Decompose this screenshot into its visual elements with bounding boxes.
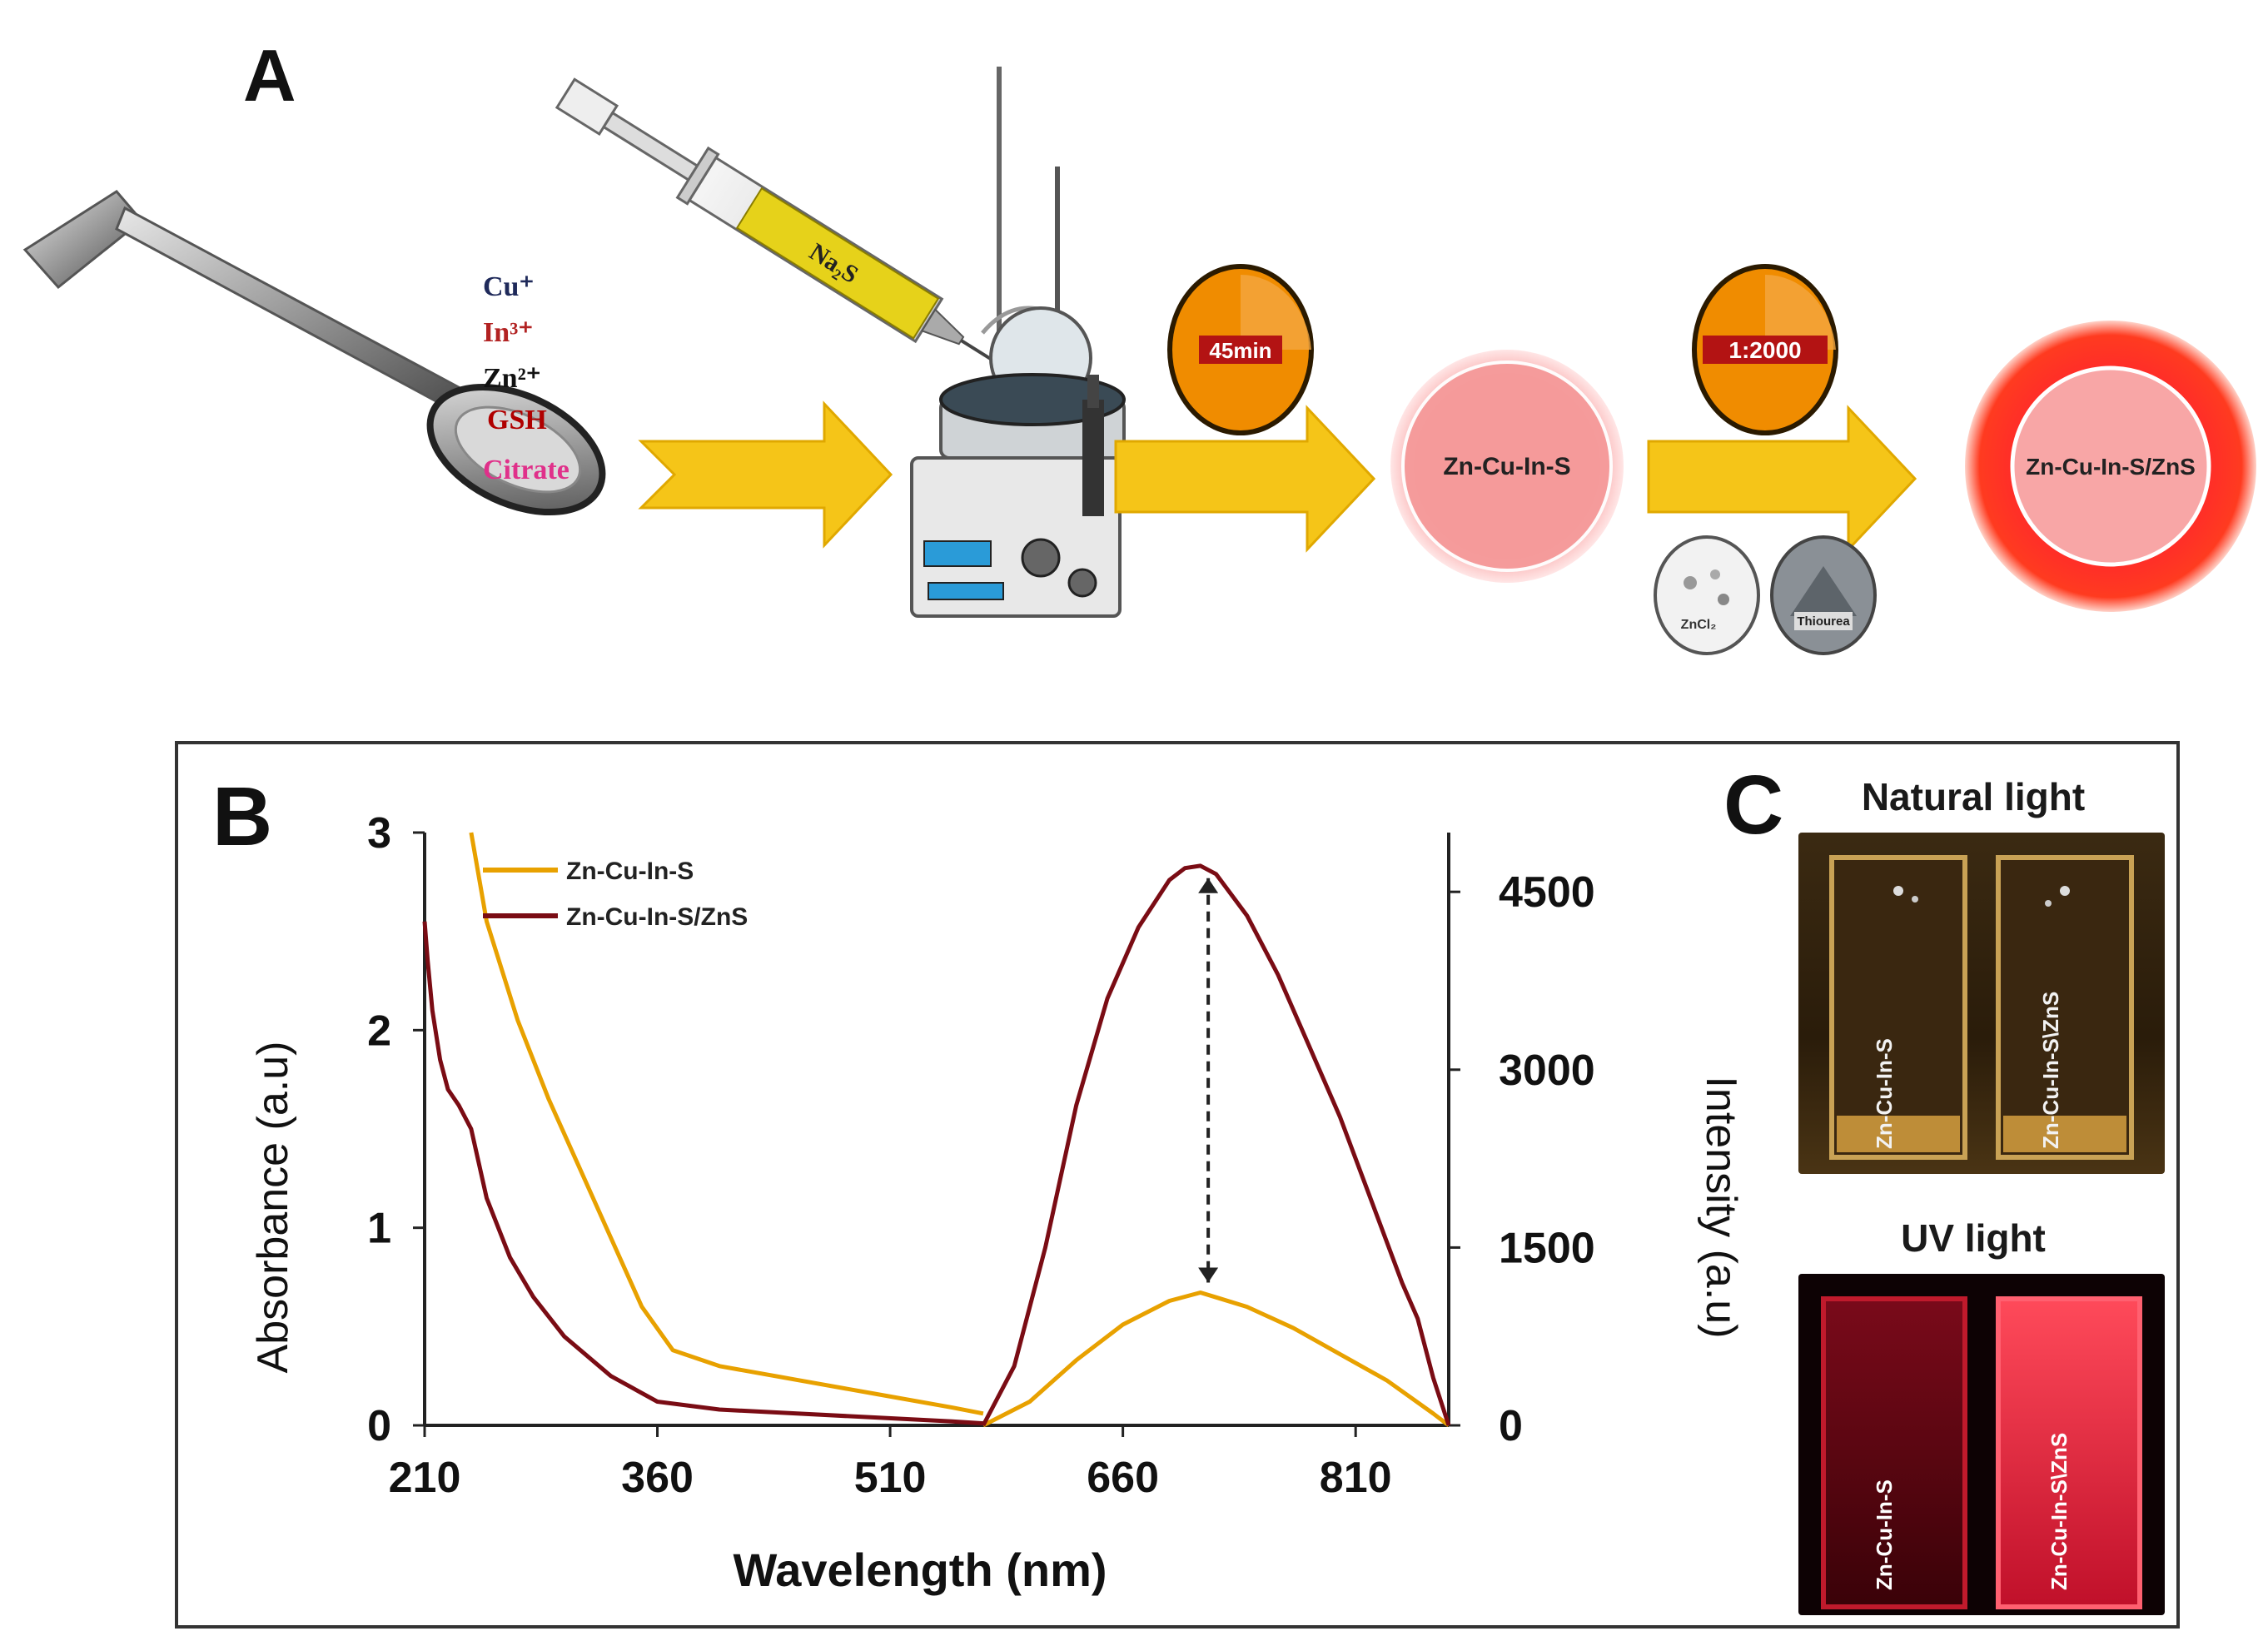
uv-light-photo: Zn-Cu-In-S Zn-Cu-In-S\ZnS [1798, 1274, 2165, 1615]
syringe-icon: Na₂S [555, 77, 1026, 382]
synthesis-scheme: Cu⁺ In³⁺ Zn²⁺ GSH Citrate Na₂S [22, 67, 2256, 655]
shell-precursor-thiourea: Thiourea [1797, 614, 1850, 629]
x-tick-label: 660 [1087, 1454, 1159, 1502]
precursor-in: In³⁺ [483, 317, 533, 348]
y-axis-right-label: Intensity (a.u) [1697, 1076, 1745, 1338]
series-line-emission-core [982, 1290, 1450, 1428]
series-line-absorbance-coreshell [422, 921, 984, 1426]
y-right-tick-label: 1500 [1499, 1224, 1595, 1272]
precursor-zn: Zn²⁺ [483, 363, 541, 394]
uv-cuvette-2-label: Zn-Cu-In-S\ZnS [2047, 1432, 2072, 1590]
x-axis-label: Wavelength (nm) [733, 1544, 1107, 1596]
natural-light-photo: Zn-Cu-In-S Zn-Cu-In-S\ZnS [1798, 833, 2165, 1174]
timer-1-label: 45min [1209, 338, 1271, 363]
series-line-emission-coreshell [981, 863, 1451, 1427]
y-right-tick-label: 3000 [1499, 1047, 1595, 1095]
natural-cuvette-2-label: Zn-Cu-In-S\ZnS [2038, 991, 2063, 1149]
panel-a-letter: A [243, 34, 296, 117]
precursor-gsh: GSH [487, 405, 547, 435]
spatula-icon [22, 190, 606, 516]
coreshell-nanoparticle: Zn-Cu-In-S/ZnS [1965, 321, 2256, 612]
annotation-arrow-head-down [1198, 1267, 1219, 1283]
legend-label: Zn-Cu-In-S/ZnS [566, 903, 748, 931]
panel-c-letter: C [1723, 758, 1784, 852]
timer-icon-2: 1:2000 [1692, 264, 1838, 435]
series-line-absorbance-core [469, 832, 984, 1416]
process-arrow-3 [1647, 405, 1917, 553]
x-tick-label: 360 [621, 1454, 694, 1502]
core-nanoparticle: Zn-Cu-In-S [1390, 350, 1624, 583]
process-arrow-2 [1114, 405, 1376, 553]
shell-precursor-bubbles: ZnCl₂ Thiourea [1654, 535, 1877, 655]
precursor-cu: Cu⁺ [483, 271, 534, 302]
chart-ticks: 210 360 510 660 810 0 1 2 3 0 1500 3000 4500 [367, 809, 1595, 1502]
natural-light-title: Natural light [1861, 775, 2086, 818]
coreshell-label: Zn-Cu-In-S/ZnS [2026, 454, 2196, 480]
legend-label: Zn-Cu-In-S [566, 858, 694, 885]
panel-b-letter: B [212, 770, 272, 863]
y-left-tick-label: 2 [367, 1007, 391, 1055]
core-label: Zn-Cu-In-S [1443, 453, 1570, 480]
x-tick-label: 510 [854, 1454, 927, 1502]
y-axis-left-label: Absorbance (a.u) [249, 1042, 297, 1374]
precursor-list: Cu⁺ In³⁺ Zn²⁺ GSH Citrate [483, 271, 569, 485]
shell-precursor-zncl2: ZnCl₂ [1681, 618, 1717, 632]
panel-c-photos: C Natural light Zn-Cu-In-S Zn-Cu-In-S\Zn… [1723, 749, 2173, 1624]
y-right-tick-label: 0 [1499, 1402, 1523, 1450]
natural-cuvette-1-label: Zn-Cu-In-S [1872, 1038, 1897, 1149]
timer-2-label: 1:2000 [1728, 337, 1801, 363]
y-left-tick-label: 1 [367, 1205, 391, 1253]
x-tick-label: 810 [1320, 1454, 1392, 1502]
chart-series [422, 832, 1451, 1428]
annotation-arrow-head-up [1198, 878, 1219, 893]
chart-legend: Zn-Cu-In-S Zn-Cu-In-S/ZnS [483, 858, 748, 931]
uv-light-title: UV light [1901, 1216, 2046, 1260]
y-left-tick-label: 3 [367, 809, 391, 858]
timer-icon-1: 45min [1167, 264, 1314, 435]
precursor-citrate: Citrate [483, 455, 569, 485]
x-tick-label: 210 [389, 1454, 461, 1502]
reactor-icon [910, 67, 1126, 618]
process-arrow-1 [638, 400, 893, 549]
uv-cuvette-1-label: Zn-Cu-In-S [1872, 1479, 1897, 1590]
y-left-tick-label: 0 [367, 1402, 391, 1450]
y-right-tick-label: 4500 [1499, 868, 1595, 917]
panel-b-frame [175, 741, 2180, 1629]
